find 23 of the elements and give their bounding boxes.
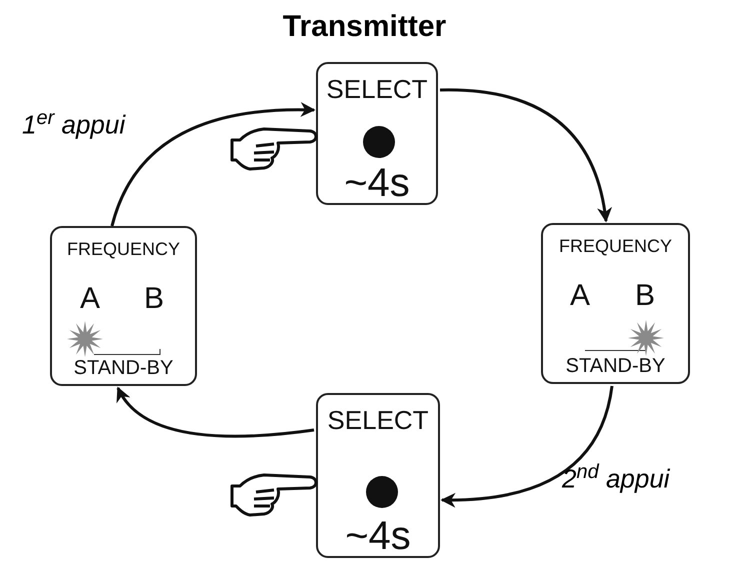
arrow xyxy=(440,88,612,222)
panel-box xyxy=(50,226,197,386)
arrow xyxy=(440,386,614,508)
panel-label: FREQUENCY xyxy=(559,237,672,255)
panel-box xyxy=(316,62,438,205)
diagram-title: Transmitter xyxy=(282,10,448,44)
channel-label: B xyxy=(144,284,164,314)
channel-label: B xyxy=(635,281,655,311)
panel-box xyxy=(316,393,440,558)
panel-label: STAND-BY xyxy=(566,356,666,376)
edge-label: 1$^{er}$ appui xyxy=(22,108,126,138)
panel-label: STAND-BY xyxy=(74,358,174,378)
edge-label: 2$^{nd}$ appui xyxy=(562,462,670,492)
panel-label: FREQUENCY xyxy=(67,240,180,258)
duration-label: ~4s xyxy=(344,163,410,203)
duration-label: ~4s xyxy=(345,516,411,556)
arrow xyxy=(116,386,314,438)
channel-label: A xyxy=(80,284,100,314)
panel-box xyxy=(541,223,690,384)
arrow xyxy=(110,102,316,226)
panel-label: SELECT xyxy=(327,407,429,433)
panel-label: SELECT xyxy=(326,76,428,102)
channel-label: A xyxy=(570,281,590,311)
